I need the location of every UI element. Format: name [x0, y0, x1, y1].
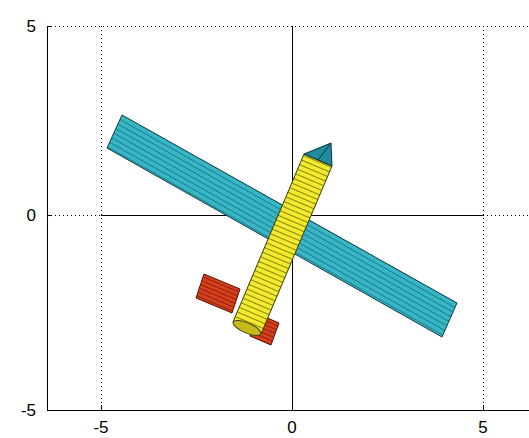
blue-bar	[107, 115, 457, 337]
tick-marks	[47, 27, 484, 411]
axes-frame	[47, 26, 529, 411]
y-tick-label: 5	[27, 18, 36, 35]
x-tick-label: 5	[478, 419, 487, 436]
origin-axes	[101, 26, 483, 410]
rocket-base	[231, 318, 263, 339]
rocket-body	[233, 154, 332, 334]
grid-lines	[47, 26, 529, 410]
nose-cone	[304, 143, 332, 166]
y-tick-label: -5	[21, 402, 36, 419]
x-tick-label: 0	[287, 419, 296, 436]
nose-ridge	[318, 143, 331, 160]
x-tick-label: -5	[93, 419, 108, 436]
red-fin	[196, 274, 240, 313]
y-tick-label: 0	[27, 207, 36, 224]
